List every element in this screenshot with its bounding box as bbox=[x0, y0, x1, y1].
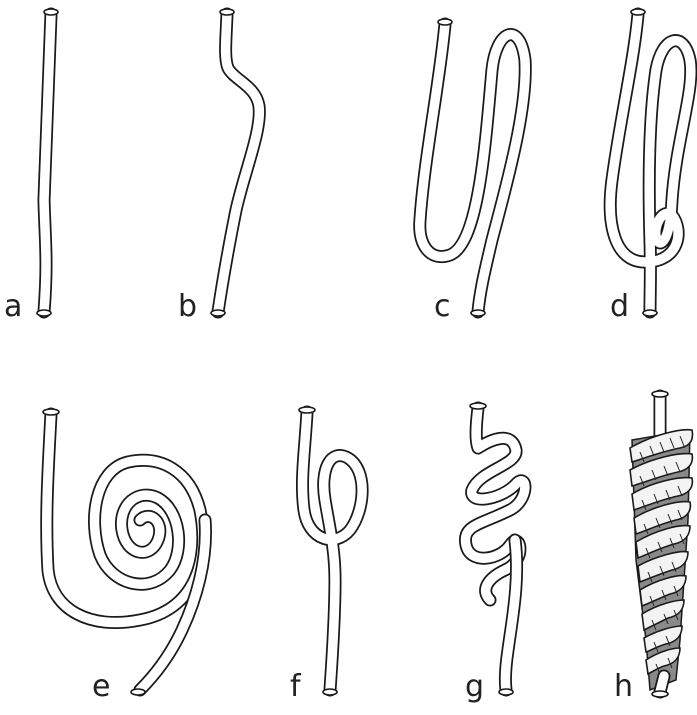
tube-c bbox=[420, 19, 525, 316]
tube-a-bottom-end bbox=[37, 310, 51, 316]
coil-h bbox=[630, 430, 693, 690]
tube-g-top-end bbox=[470, 403, 486, 409]
tube-b bbox=[211, 9, 259, 316]
tube-a-top-end bbox=[44, 9, 58, 15]
tube-e bbox=[43, 409, 205, 695]
panel-label-c: c bbox=[434, 289, 451, 324]
tube-d-bottom-end bbox=[643, 310, 657, 316]
tube-f-top-end bbox=[299, 407, 315, 413]
panel-f: f bbox=[290, 407, 362, 704]
panel-g: g bbox=[465, 403, 525, 704]
panel-h: h bbox=[614, 391, 693, 704]
tube-c-top-end bbox=[438, 19, 452, 25]
panel-label-a: a bbox=[4, 289, 22, 324]
tube-b-top-end bbox=[220, 9, 234, 15]
tube-a bbox=[37, 9, 58, 316]
panel-label-h: h bbox=[614, 669, 633, 704]
panel-label-f: f bbox=[290, 669, 302, 704]
panel-label-b: b bbox=[178, 289, 197, 324]
tube-d bbox=[610, 9, 691, 316]
tube-f bbox=[299, 407, 362, 695]
panel-b: b bbox=[178, 9, 259, 324]
tube-d-top-end bbox=[631, 9, 645, 15]
tube-e-bottom-end bbox=[131, 689, 145, 695]
tube-h-top-end bbox=[652, 391, 668, 397]
panel-label-d: d bbox=[610, 289, 629, 324]
tube-f-bottom-end bbox=[323, 689, 337, 695]
tube-e-top-end bbox=[43, 409, 59, 415]
panel-e: e bbox=[43, 409, 205, 704]
panel-a: a bbox=[4, 9, 58, 324]
tube-h-bottom-end bbox=[652, 691, 668, 697]
panel-label-e: e bbox=[92, 669, 110, 704]
panel-c: c bbox=[420, 19, 525, 324]
panel-label-g: g bbox=[465, 669, 484, 704]
tube-g-bottom-end bbox=[499, 689, 513, 695]
tube-b-bottom-end bbox=[211, 310, 225, 316]
tube-g bbox=[465, 403, 524, 695]
tube-c-bottom-end bbox=[471, 310, 485, 316]
panel-d: d bbox=[610, 9, 691, 324]
